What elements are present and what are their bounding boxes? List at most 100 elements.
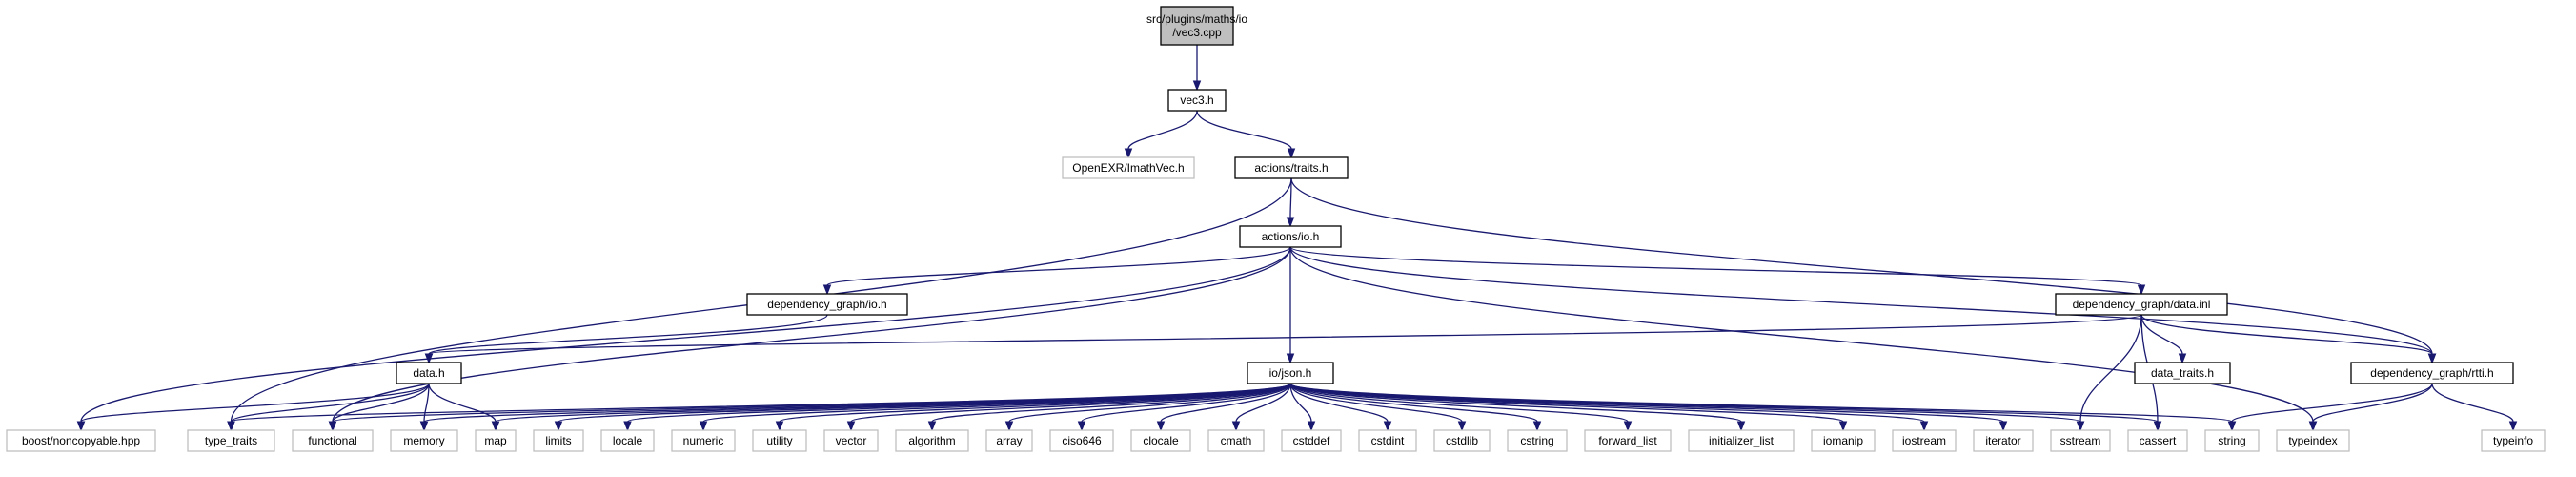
node-box-functional xyxy=(292,429,374,452)
node-box-noncopy xyxy=(6,429,156,452)
node-iomanip: iomanip xyxy=(1811,429,1876,452)
edge-traits-to-io xyxy=(1289,177,1292,218)
node-label-cmath: cmath xyxy=(1221,434,1252,447)
node-box-cstdint xyxy=(1358,429,1417,452)
node-rtti[interactable]: dependency_graph/rtti.h xyxy=(2350,362,2514,384)
node-io[interactable]: actions/io.h xyxy=(1239,225,1342,248)
node-box-iostream xyxy=(1892,429,1957,452)
node-cassert: cassert xyxy=(2127,429,2188,452)
edge-json-to-numeric xyxy=(702,383,1291,423)
node-clocale: clocale xyxy=(1130,429,1191,452)
edge-arrowhead-root-to-vec3 xyxy=(1192,80,1202,92)
node-label-typeindex: typeindex xyxy=(2288,434,2337,447)
node-utility: utility xyxy=(752,429,807,452)
edge-arrowhead-json-to-map xyxy=(491,421,500,432)
edge-json-to-cstdlib xyxy=(1289,383,1463,423)
edge-traits-to-rtti xyxy=(1290,177,2433,355)
node-label-json: io/json.h xyxy=(1269,366,1312,380)
node-vec3[interactable]: vec3.h xyxy=(1167,89,1227,112)
node-label-data: data.h xyxy=(413,366,444,380)
edge-arrowhead-json-to-memory xyxy=(419,421,429,432)
node-box-clocale xyxy=(1130,429,1191,452)
edge-io-to-functional xyxy=(332,246,1291,423)
edge-io-to-typeindex xyxy=(1289,246,2314,423)
edge-data-to-type_traits xyxy=(230,383,430,423)
node-label-functional: functional xyxy=(308,434,356,447)
node-algorithm: algorithm xyxy=(895,429,969,452)
node-box-cstdlib xyxy=(1433,429,1491,452)
node-label-map: map xyxy=(484,434,507,447)
edge-arrowhead-json-to-sstream xyxy=(2076,421,2085,432)
node-label-array: array xyxy=(996,434,1022,447)
node-label-numeric: numeric xyxy=(683,434,724,447)
edge-arrowhead-json-to-iomanip xyxy=(1838,421,1848,432)
node-cstdlib: cstdlib xyxy=(1433,429,1491,452)
node-locale: locale xyxy=(600,429,655,452)
node-iterator: iterator xyxy=(1973,429,2034,452)
node-label-root: src/plugins/maths/io xyxy=(1146,12,1247,26)
node-box-cmath xyxy=(1207,429,1265,452)
edge-arrowhead-json-to-numeric xyxy=(699,421,708,432)
node-box-datatraits xyxy=(2134,362,2231,384)
node-box-iomanip xyxy=(1811,429,1876,452)
node-datainl[interactable]: dependency_graph/data.inl xyxy=(2055,293,2228,316)
edge-json-to-cstddef xyxy=(1289,383,1312,423)
node-traits[interactable]: actions/traits.h xyxy=(1234,156,1349,179)
node-box-root xyxy=(1160,6,1234,46)
node-box-memory xyxy=(390,429,458,452)
node-label-datatraits: data_traits.h xyxy=(2151,366,2214,380)
edge-datainl-to-sstream xyxy=(2079,314,2142,423)
node-label-rtti: dependency_graph/rtti.h xyxy=(2370,366,2493,380)
edge-arrowhead-json-to-cstdlib xyxy=(1457,421,1467,432)
edge-vec3-to-traits xyxy=(1196,110,1292,150)
node-dgio[interactable]: dependency_graph/io.h xyxy=(746,293,908,316)
node-label-root: /vec3.cpp xyxy=(1172,26,1222,39)
edge-json-to-string xyxy=(1289,383,2233,423)
node-label-memory: memory xyxy=(403,434,444,447)
edge-data-to-map xyxy=(428,383,497,423)
node-label-cstring: cstring xyxy=(1520,434,1553,447)
edge-data-to-functional xyxy=(332,383,430,423)
edge-arrowhead-datainl-to-datatraits xyxy=(2178,353,2187,364)
node-box-numeric xyxy=(671,429,736,452)
node-functional: functional xyxy=(292,429,374,452)
node-cmath: cmath xyxy=(1207,429,1265,452)
node-box-vec3 xyxy=(1167,89,1227,112)
edge-arrowhead-json-to-algorithm xyxy=(927,421,937,432)
edge-json-to-cmath xyxy=(1235,383,1291,423)
node-label-cstdlib: cstdlib xyxy=(1446,434,1478,447)
node-label-clocale: clocale xyxy=(1143,434,1179,447)
node-box-utility xyxy=(752,429,807,452)
node-label-noncopy: boost/noncopyable.hpp xyxy=(22,434,140,447)
edge-arrowhead-io-to-dgio xyxy=(822,284,832,296)
edge-data-to-noncopy xyxy=(80,383,430,423)
node-limits: limits xyxy=(533,429,584,452)
node-box-string xyxy=(2204,429,2260,452)
node-label-locale: locale xyxy=(613,434,643,447)
node-cstdint: cstdint xyxy=(1358,429,1417,452)
node-data[interactable]: data.h xyxy=(396,362,462,384)
node-cstddef: cstddef xyxy=(1281,429,1342,452)
node-string: string xyxy=(2204,429,2260,452)
node-label-cassert: cassert xyxy=(2140,434,2177,447)
node-label-vec3: vec3.h xyxy=(1180,93,1213,107)
edge-datainl-to-datatraits xyxy=(2140,314,2183,355)
edge-arrowhead-json-to-array xyxy=(1004,421,1014,432)
node-box-json xyxy=(1247,362,1334,384)
node-label-string: string xyxy=(2218,434,2245,447)
node-datatraits[interactable]: data_traits.h xyxy=(2134,362,2231,384)
edge-vec3-to-imath xyxy=(1127,110,1198,150)
edge-arrowhead-json-to-utility xyxy=(775,421,784,432)
node-box-traits xyxy=(1234,156,1349,179)
node-root[interactable]: src/plugins/maths/io/vec3.cpp xyxy=(1146,6,1247,46)
node-json[interactable]: io/json.h xyxy=(1247,362,1334,384)
node-box-vector xyxy=(823,429,879,452)
node-vector: vector xyxy=(823,429,879,452)
edge-rtti-to-typeindex xyxy=(2312,383,2433,423)
edge-arrowhead-json-to-iostream xyxy=(1919,421,1929,432)
node-box-ciso646 xyxy=(1049,429,1114,452)
node-box-typeindex xyxy=(2276,429,2350,452)
node-label-dgio: dependency_graph/io.h xyxy=(767,298,886,311)
edge-arrowhead-json-to-cstdint xyxy=(1383,421,1392,432)
edge-io-to-rtti xyxy=(1289,246,2433,355)
